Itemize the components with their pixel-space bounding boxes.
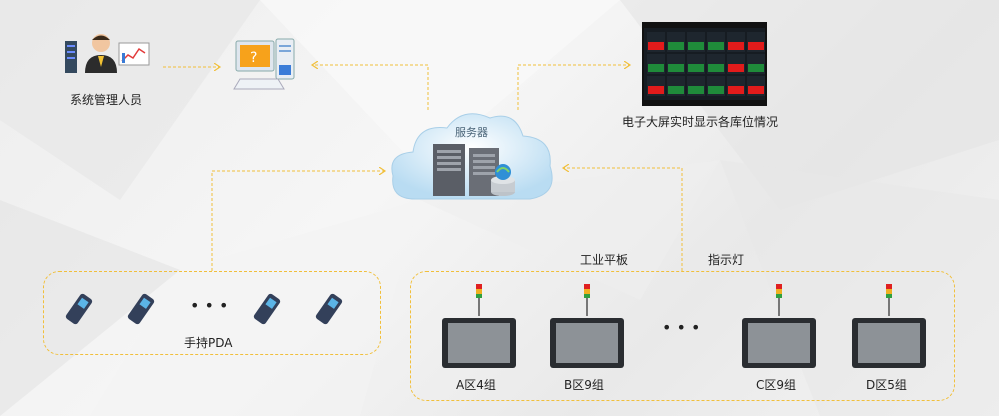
handheld-pda-icon xyxy=(127,293,155,325)
dashboard-screen-icon xyxy=(642,22,767,106)
screen-cell-status xyxy=(688,86,704,94)
screen-cell-status xyxy=(748,64,764,72)
screen-cell-status xyxy=(668,64,684,72)
screen-cell-status xyxy=(728,86,744,94)
device-graphic xyxy=(742,284,816,368)
screen-cell-status xyxy=(728,42,744,50)
big-screen-label: 电子大屏实时显示各库位情况 xyxy=(622,115,779,129)
screen-cell-status xyxy=(648,86,664,94)
screen-cell-status xyxy=(688,64,704,72)
server-cloud-node xyxy=(385,104,560,209)
computer-node: ? xyxy=(232,35,302,97)
screen-cell-status xyxy=(668,86,684,94)
admin-node xyxy=(63,29,153,89)
signal-tower-light-icon xyxy=(584,284,590,316)
pda-label: 手持PDA xyxy=(184,336,233,350)
screen-cell-status xyxy=(688,42,704,50)
big-screen-node xyxy=(642,22,767,106)
svg-text:?: ? xyxy=(250,50,257,66)
zone-device: D区5组 xyxy=(852,284,928,396)
screen-cell-status xyxy=(708,64,724,72)
screen-cell-status xyxy=(728,64,744,72)
screen-cell-status xyxy=(708,86,724,94)
device-graphic xyxy=(852,284,926,368)
device-graphic xyxy=(442,284,516,368)
industrial-tablet-icon xyxy=(742,318,816,368)
signal-tower-light-icon xyxy=(776,284,782,316)
signal-tower-light-icon xyxy=(476,284,482,316)
device-ellipsis: • • • xyxy=(662,318,701,337)
industrial-tablet-icon xyxy=(852,318,926,368)
screen-cell-status xyxy=(668,42,684,50)
server-label: 服务器 xyxy=(455,126,488,139)
signal-tower-light-icon xyxy=(886,284,892,316)
industrial-tablet-icon xyxy=(550,318,624,368)
screen-cell-status xyxy=(748,86,764,94)
device-graphic xyxy=(550,284,624,368)
screen-cell-status xyxy=(648,64,664,72)
zone-label: D区5组 xyxy=(866,378,907,392)
indicator-label: 指示灯 xyxy=(708,253,745,267)
admin-label: 系统管理人员 xyxy=(70,93,143,107)
pda-row xyxy=(58,290,368,330)
industrial-tablet-icon xyxy=(442,318,516,368)
zone-device: C区9组 xyxy=(742,284,818,396)
server-rack-icon xyxy=(391,113,553,200)
screen-cell-status xyxy=(708,42,724,50)
handheld-pda-icon xyxy=(65,293,93,325)
zone-device: B区9组 xyxy=(550,284,626,396)
pda-group-box xyxy=(43,271,381,355)
zone-device: A区4组 xyxy=(442,284,518,396)
zone-label: A区4组 xyxy=(456,378,496,392)
handheld-pda-icon xyxy=(253,293,281,325)
handheld-pda-icon xyxy=(315,293,343,325)
zone-label: C区9组 xyxy=(756,378,797,392)
zone-label: B区9组 xyxy=(564,378,604,392)
screen-cell-status xyxy=(648,42,664,50)
screen-cell-status xyxy=(748,42,764,50)
person-with-chart-icon xyxy=(65,34,150,73)
tablet-label: 工业平板 xyxy=(580,253,629,267)
computer-icon: ? xyxy=(233,38,295,90)
pda-ellipsis: • • • xyxy=(190,296,229,315)
tablet-group-box xyxy=(410,271,955,401)
